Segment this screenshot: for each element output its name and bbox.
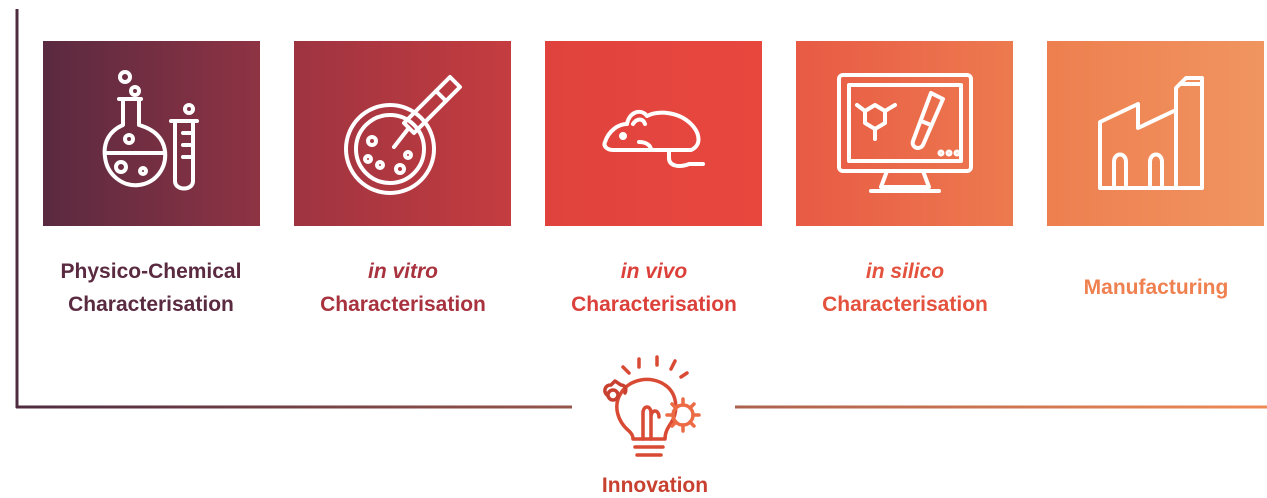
computer-molecule-icon: [836, 73, 973, 193]
mouse-icon: [602, 109, 705, 168]
caption-line1: Physico-Chemical: [60, 260, 242, 283]
tile-manufacturing: [1047, 41, 1264, 226]
petri-dish-dropper-icon: [343, 74, 462, 195]
caption-physico-chemical: Physico-Chemical Characterisation: [31, 255, 271, 321]
caption-in-vitro: in vitro Characterisation: [283, 255, 523, 321]
caption-line1: in vitro: [367, 260, 438, 283]
caption-line1: in silico: [865, 260, 945, 283]
caption-manufacturing: Manufacturing: [1036, 271, 1267, 304]
tile-physico-chemical: [43, 41, 260, 226]
caption-in-silico: in silico Characterisation: [785, 255, 1025, 321]
caption-line1: in vivo: [620, 260, 688, 283]
caption-line2: Characterisation: [320, 293, 486, 316]
factory-icon: [1097, 75, 1204, 190]
caption-line1: Manufacturing: [1083, 276, 1229, 299]
flask-icon: [102, 69, 199, 190]
tile-in-silico: [796, 41, 1013, 226]
caption-line2: Characterisation: [68, 293, 234, 316]
caption-line2: Characterisation: [822, 293, 988, 316]
tile-in-vivo: [545, 41, 762, 226]
tile-in-vitro: [294, 41, 511, 226]
caption-line2: Characterisation: [571, 293, 737, 316]
innovation-label: Innovation: [601, 474, 709, 497]
caption-in-vivo: in vivo Characterisation: [534, 255, 774, 321]
lightbulb-gears-icon: [603, 355, 701, 457]
